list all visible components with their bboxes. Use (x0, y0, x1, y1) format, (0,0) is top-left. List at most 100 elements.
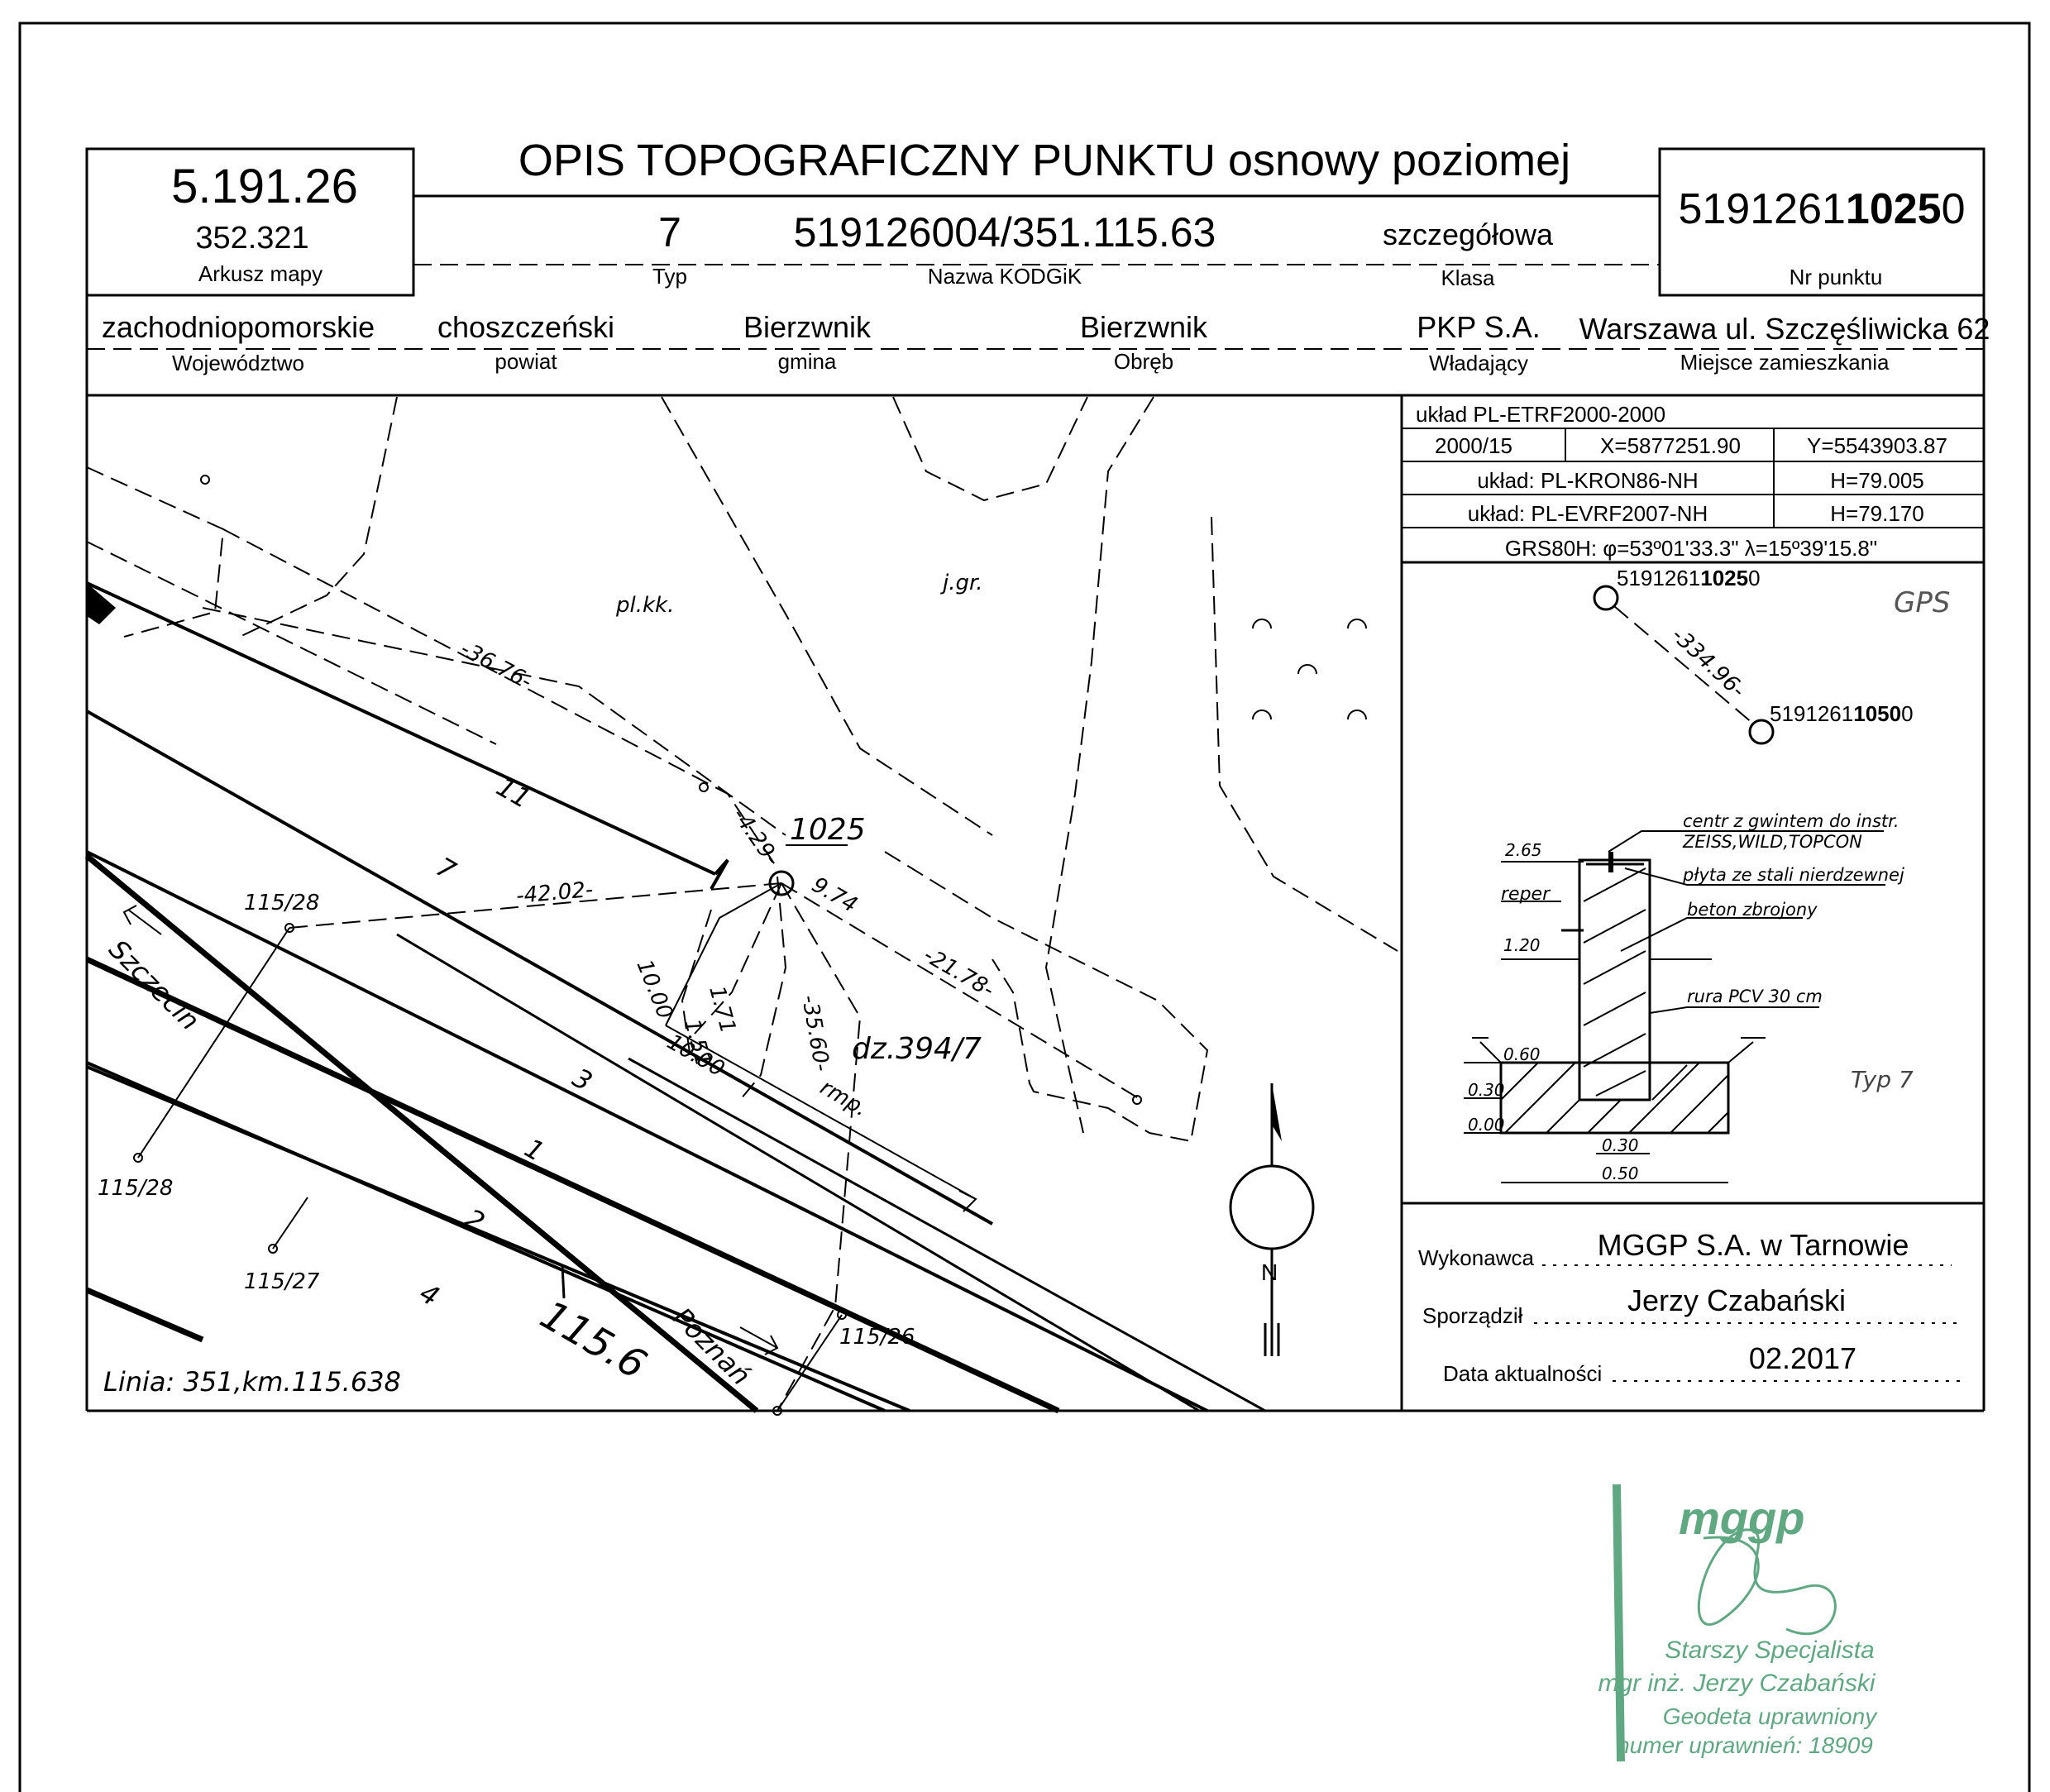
point-number-bold: 1025 (1846, 185, 1942, 233)
boundary-line (86, 466, 225, 638)
coord-x: X=5877251.90 (1600, 433, 1741, 458)
page-frame (18, 22, 2031, 1792)
boundary-line (202, 607, 786, 836)
boundary-line (239, 396, 398, 638)
gps-point-a-bold: 1025 (1700, 566, 1748, 590)
height-2: H=79.170 (1830, 501, 1923, 526)
class-label: Klasa (1441, 265, 1495, 290)
control-point-1025 (768, 870, 795, 896)
map-sheet-value1: 5.191.26 (171, 160, 358, 213)
type-7-label: Typ 7 (1851, 1066, 1914, 1093)
dim-030: 0.30 (1468, 1080, 1505, 1100)
track-number: 11 (491, 771, 536, 815)
stamp-line-3: Geodeta uprawniony (1663, 1704, 1878, 1729)
admin-row: zachodniopomorskie Województwo choszczeń… (85, 295, 1990, 1411)
km-post-115-26-label: 115/26 (839, 1325, 915, 1350)
voivodeship-value: zachodniopomorskie (102, 310, 375, 344)
dim-060: 0.60 (1503, 1044, 1541, 1064)
dim-050: 0.50 (1602, 1164, 1639, 1183)
boundary-line (739, 876, 787, 1101)
signature-scribble (1697, 1528, 1837, 1636)
tree-symbols (1252, 619, 1367, 720)
kodgik-label: Nazwa KODGiK (928, 264, 1082, 289)
precinct-value: Bierzwnik (1080, 310, 1208, 344)
gps-point-b-suffix: 0 (1901, 701, 1913, 726)
dim-265: 2.65 (1505, 840, 1542, 860)
sheet-title: OPIS TOPOGRAFICZNY PUNKTU osnowy poziome… (518, 136, 1570, 185)
svg-text:N: N (1261, 1259, 1278, 1285)
track-end-marker (87, 583, 116, 624)
direction-szczecin: Szczecin (103, 934, 205, 1036)
label-jgr: j.gr. (940, 571, 983, 595)
date-label: Data aktualności (1443, 1361, 1602, 1386)
boundary-line (222, 528, 778, 869)
stamp-line-4: numer uprawnień: 18909 (1617, 1732, 1873, 1758)
meas-429: -4.29- (727, 804, 784, 870)
point-number-suffix: 0 (1942, 185, 1966, 233)
surveyor-stamp: mggp Starszy Specjalista mgr inż. Jerzy … (1598, 1484, 1878, 1762)
stamp-line-1: Starszy Specjalista (1665, 1637, 1874, 1664)
km-post-115-28-label: 115/28 (244, 891, 319, 915)
line-info: Linia: 351,km.115.638 (103, 1366, 401, 1398)
centre-label-2: ZEISS,WILD,TOPCON (1682, 832, 1862, 852)
class-value: szczegółowa (1383, 217, 1554, 251)
dim-120: 1.20 (1503, 935, 1541, 955)
gps-sketch: 519126110250 519126110500 -334.96- GPS (1593, 566, 1950, 745)
address-value: Warszawa ul. Szczęśliwicka 62 (1579, 312, 1990, 346)
point-number-prefix: 519126 (1678, 185, 1822, 233)
control-point-label: 1025 (790, 813, 866, 847)
km-post-115-27-label: 115/27 (244, 1269, 320, 1294)
signatures: Wykonawca MGGP S.A. w Tarnowie Sporządzi… (1402, 1202, 1984, 1386)
stamp-logo: mggp (1679, 1492, 1804, 1544)
track-number: 7 (431, 851, 461, 886)
commune-value: Bierzwnik (743, 310, 872, 344)
parcel-label: dz.394/7 (852, 1032, 982, 1066)
gps-label: GPS (1894, 586, 1950, 619)
centre-label-1: centr z gwintem do instr. (1683, 811, 1899, 831)
boundary-line (86, 541, 497, 745)
point-number-box (1658, 147, 1985, 297)
meas-974: 9.74 (808, 872, 862, 918)
north-arrow-icon: N (1229, 1083, 1315, 1356)
boundary-line (1211, 516, 1398, 952)
coord-system-1: układ PL-ETRF2000-2000 (1416, 402, 1665, 427)
gps-point-b-bold: 1050 (1853, 701, 1901, 726)
author-value: Jerzy Czabański (1627, 1283, 1846, 1317)
type-value: 7 (658, 209, 681, 256)
precinct-label: Obręb (1114, 349, 1173, 374)
coordinates-table: układ PL-ETRF2000-2000 2000/15 X=5877251… (1402, 402, 1984, 564)
plate-label: płyta ze stali nierdzewnej (1682, 865, 1904, 885)
concrete-label: beton zbrojony (1687, 900, 1818, 920)
gps-point-a: 519126110250 (1617, 566, 1761, 590)
gps-point-b: 519126110500 (1770, 701, 1914, 726)
contractor-label: Wykonawca (1418, 1245, 1534, 1270)
coord-y: Y=5543903.87 (1807, 433, 1947, 458)
km-marker: 115.6 (533, 1292, 654, 1388)
boundary-line (1044, 396, 1154, 1134)
point-number-label: Nr punktu (1790, 265, 1883, 289)
pipe-label: rura PCV 30 cm (1687, 987, 1823, 1006)
height-system-2: układ: PL-EVRF2007-NH (1468, 501, 1708, 526)
gps-point-a-suffix: 0 (1748, 566, 1760, 590)
type-label: Typ (652, 264, 687, 289)
dim-030-bottom: 0.30 (1602, 1135, 1639, 1155)
km-post-115-28-label: 115/28 (98, 1176, 173, 1201)
meas-3560: -35.60- (796, 993, 834, 1073)
map-sheet-value2: 352.321 (195, 221, 308, 256)
grs80-coordinates: GRS80H: φ=53º01'33.3" λ=15º39'15.8" (1505, 536, 1877, 561)
owner-label: Władający (1429, 351, 1528, 375)
gps-point-a-prefix: 5191261 (1617, 566, 1700, 590)
boundary-line (892, 396, 1088, 502)
gps-distance: -334.96- (1666, 623, 1750, 703)
track-number: 4 (414, 1277, 445, 1312)
height-system-1: układ: PL-KRON86-NH (1477, 468, 1698, 493)
voivodeship-label: Województwo (172, 351, 304, 375)
meas-171: 1.71 (704, 983, 740, 1036)
contractor-value: MGGP S.A. w Tarnowie (1598, 1228, 1909, 1262)
track-line (86, 581, 716, 876)
kodgik-value: 519126004/351.115.63 (794, 209, 1216, 256)
address-label: Miejsce zamieszkania (1680, 350, 1890, 375)
boundary-line (681, 909, 712, 1059)
boundary-line (661, 396, 993, 836)
